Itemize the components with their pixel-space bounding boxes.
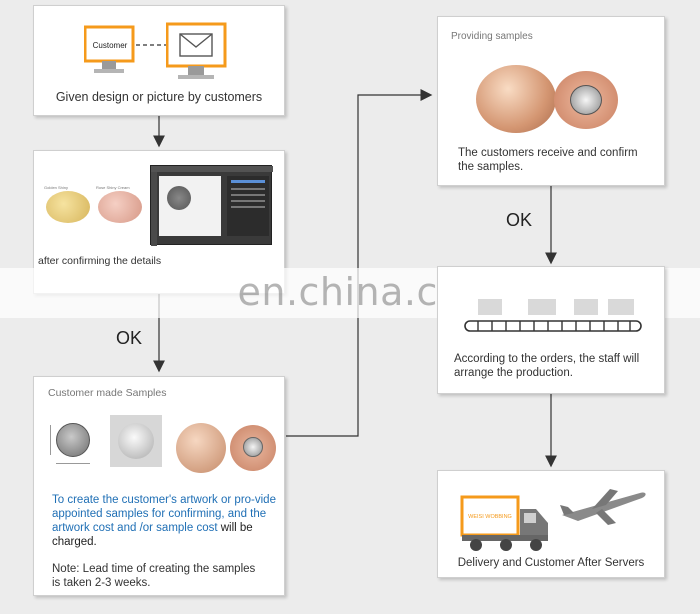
rose-sample-thumb: Rose Shiny Cream <box>96 185 144 225</box>
coin-sketch-thumb <box>48 421 98 473</box>
watermark-text: en.china.cn <box>237 270 463 314</box>
truck-label: WEISI WOBBING <box>468 514 512 520</box>
step-given-design: Customer Given design or picture by cust… <box>33 5 285 116</box>
step4-caption-line2: the samples. <box>458 161 524 173</box>
thumb1-label: Golden Shiny <box>44 185 69 190</box>
step3-description: To create the customer's artwork or pro-… <box>52 493 278 549</box>
step6-caption: Delivery and Customer After Servers <box>457 557 645 569</box>
step-providing-samples: Providing samples The customers receive … <box>437 16 665 186</box>
step2-caption: after confirming the details <box>38 255 162 267</box>
step1-caption: Given design or picture by customers <box>55 90 263 104</box>
step4-title: Providing samples <box>451 31 533 42</box>
step-delivery: WEISI WOBBING Delivery and Customer Afte… <box>437 470 665 578</box>
ok-label-left: OK <box>116 328 143 348</box>
step3-description-blue: To create the customer's artwork or pro-… <box>52 494 276 534</box>
conveyor-belt-icon <box>464 320 642 332</box>
computer-monitor-icon <box>84 25 135 73</box>
step3-description-black: will be charged. <box>52 522 253 548</box>
step3-note-line2: is taken 2-3 weeks. <box>52 577 151 589</box>
dashed-link <box>136 44 166 46</box>
step-arrange-production: According to the orders, the staff will … <box>437 266 665 394</box>
thumb2-label: Rose Shiny Cream <box>96 185 130 190</box>
airplane-icon <box>560 489 646 525</box>
design-software-screenshot <box>150 165 273 246</box>
delivery-truck-icon <box>460 495 548 551</box>
golden-sample-thumb: Golden Shiny <box>44 185 92 225</box>
customer-label: Customer <box>92 41 128 50</box>
arrow-box3-to-box4 <box>286 89 433 437</box>
conveyor-boxes <box>478 295 638 317</box>
silver-button-thumb <box>110 415 162 467</box>
email-monitor-icon <box>166 22 227 79</box>
sample-buttons-photo <box>468 61 628 137</box>
step5-caption-line2: arrange the production. <box>454 367 573 379</box>
step-customer-made-samples: Customer made Samples To create the cust… <box>33 376 285 596</box>
ok-label-right: OK <box>506 210 533 230</box>
step3-title: Customer made Samples <box>48 387 167 399</box>
step4-caption-line1: The customers receive and confirm <box>458 147 638 159</box>
rose-gold-button-thumb <box>174 421 282 475</box>
step3-note-line1: Note: Lead time of creating the samples <box>52 563 256 575</box>
step5-caption-line1: According to the orders, the staff will <box>454 353 640 365</box>
